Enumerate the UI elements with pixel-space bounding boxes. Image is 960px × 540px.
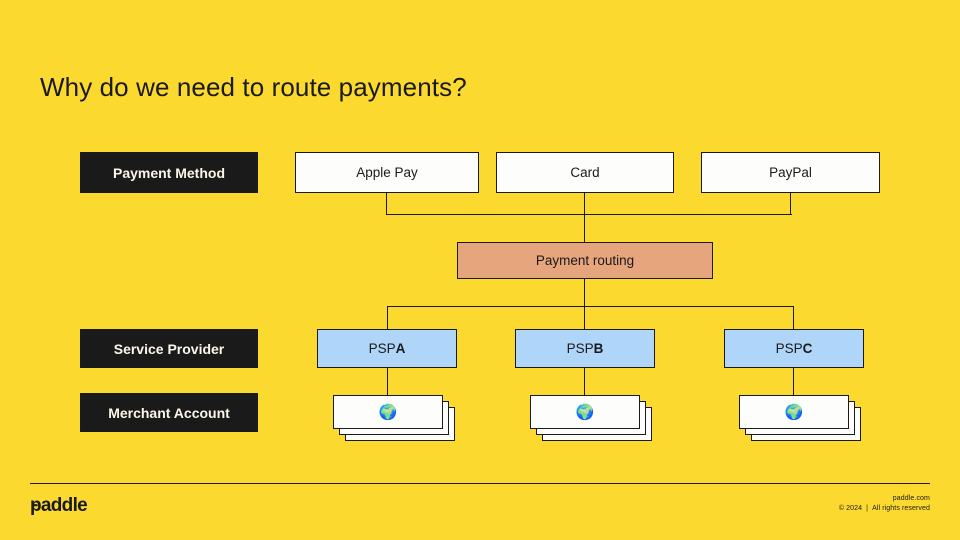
connector-card-down — [584, 193, 586, 214]
merchant-card-front: 🌍 — [739, 395, 849, 429]
service-provider-psp-b[interactable]: PSP B — [515, 329, 655, 368]
connector-router-down — [584, 279, 586, 306]
connector-psp-a-to-merchant — [387, 368, 389, 395]
connector-apple-pay-down — [386, 193, 388, 214]
connector-paypal-down — [790, 193, 792, 214]
connector-bus-to-psp-b — [584, 306, 586, 329]
psp-prefix: PSP — [368, 341, 396, 356]
merchant-account-a[interactable]: 🌍 — [333, 395, 455, 441]
footer-copyright: © 2024|All rights reserved — [839, 504, 930, 514]
psp-letter: A — [395, 341, 406, 356]
payment-routing-box[interactable]: Payment routing — [457, 242, 713, 279]
footer-copyright-year: © 2024 — [838, 505, 863, 513]
service-provider-psp-c[interactable]: PSP C — [724, 329, 864, 368]
connector-bus-to-psp-a — [387, 306, 389, 329]
payment-routing-label: Payment routing — [535, 253, 635, 268]
payment-method-paypal[interactable]: PayPal — [701, 152, 880, 193]
payment-method-label: Card — [570, 165, 600, 180]
footer-rights-text: All rights reserved — [872, 505, 930, 513]
merchant-card-front: 🌍 — [333, 395, 443, 429]
connector-bus-to-router — [584, 214, 586, 242]
service-provider-psp-a[interactable]: PSP A — [317, 329, 457, 368]
payment-method-card[interactable]: Card — [496, 152, 674, 193]
psp-prefix: PSP — [775, 341, 803, 356]
globe-icon: 🌍 — [575, 403, 595, 421]
connector-psp-bus — [387, 306, 794, 308]
psp-letter: B — [593, 341, 604, 356]
globe-icon: 🌍 — [784, 403, 804, 421]
row-label-text: Service Provider — [113, 340, 225, 357]
connector-methods-bus — [386, 214, 792, 216]
connector-psp-c-to-merchant — [793, 368, 795, 395]
row-label-text: Payment Method — [112, 164, 225, 181]
row-label-text: Merchant Account — [108, 404, 230, 421]
connector-bus-to-psp-c — [793, 306, 795, 329]
row-label-payment-method: Payment Method — [80, 152, 258, 193]
payment-method-label: Apple Pay — [356, 165, 418, 180]
payment-method-apple-pay[interactable]: Apple Pay — [295, 152, 479, 193]
paddle-logo: paddle — [30, 493, 120, 519]
connector-psp-b-to-merchant — [584, 368, 586, 395]
payment-method-label: PayPal — [769, 165, 812, 180]
globe-icon: 🌍 — [378, 403, 398, 421]
merchant-account-b[interactable]: 🌍 — [530, 395, 652, 441]
row-label-service-provider: Service Provider — [80, 329, 258, 368]
footer-meta: paddle.com © 2024|All rights reserved — [839, 494, 930, 514]
row-label-merchant-account: Merchant Account — [80, 393, 258, 432]
footer-divider — [30, 483, 930, 485]
psp-letter: C — [802, 341, 813, 356]
merchant-account-c[interactable]: 🌍 — [739, 395, 861, 441]
footer-separator: | — [866, 505, 869, 513]
psp-prefix: PSP — [566, 341, 594, 356]
svg-text:paddle: paddle — [30, 495, 87, 516]
merchant-card-front: 🌍 — [530, 395, 640, 429]
page-title: Why do we need to route payments? — [40, 72, 467, 102]
footer-website: paddle.com — [892, 495, 930, 502]
